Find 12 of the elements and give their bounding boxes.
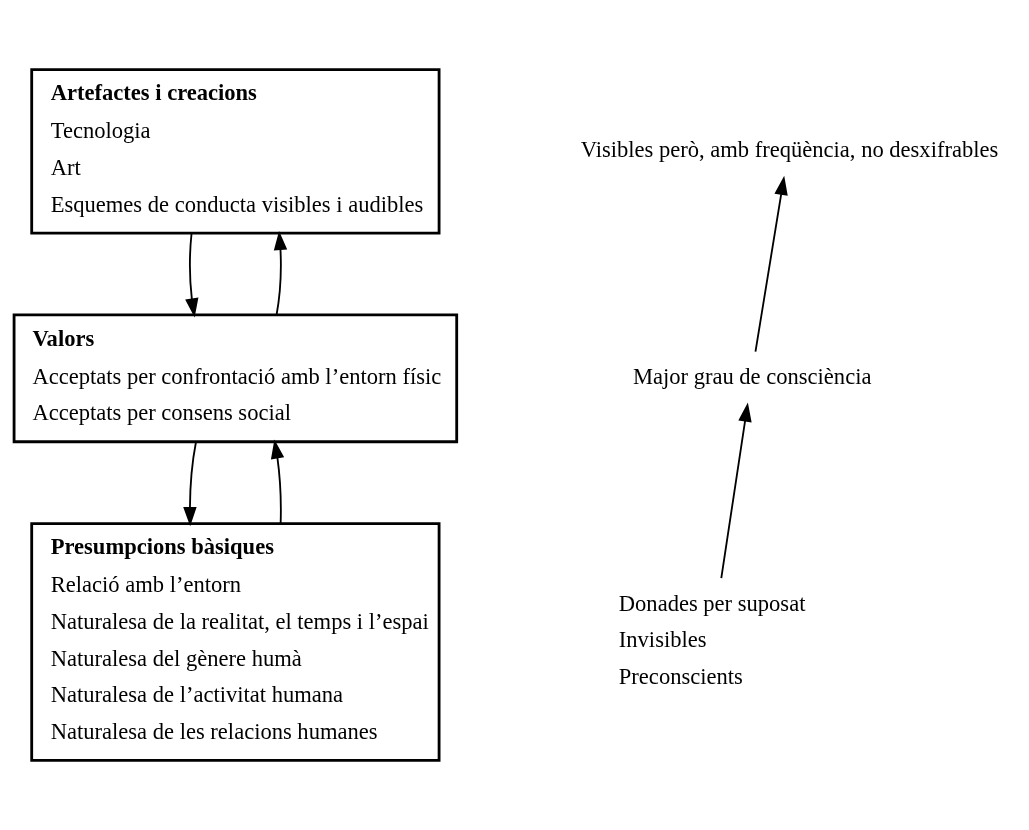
- node-box: Artefactes i creacions Tecnologia Art Esquemes de conducta visibles i audibles: [30, 68, 441, 235]
- node-box: Presumpcions bàsiques Relació amb l’entorn Naturalesa de la realitat, el temps i l’espai Naturalesa del gènere humà Naturalesa de l’activitat humana Naturalesa de les relacions humanes: [30, 522, 441, 762]
- arrow: [273, 230, 288, 316]
- arrow: [185, 232, 199, 318]
- arrow: [754, 175, 788, 353]
- arrow: [270, 439, 285, 525]
- node-text: Major grau de consciència: [632, 363, 872, 389]
- arrow: [720, 402, 752, 580]
- node-text: Donades per suposat Invisibles Preconscients: [618, 590, 806, 689]
- node-text: Visibles però, amb freqüència, no desxifrables: [580, 136, 999, 162]
- node-box: Valors Acceptats per confrontació amb l’entorn físic Acceptats per consens social: [12, 313, 459, 444]
- arrow: [183, 441, 197, 527]
